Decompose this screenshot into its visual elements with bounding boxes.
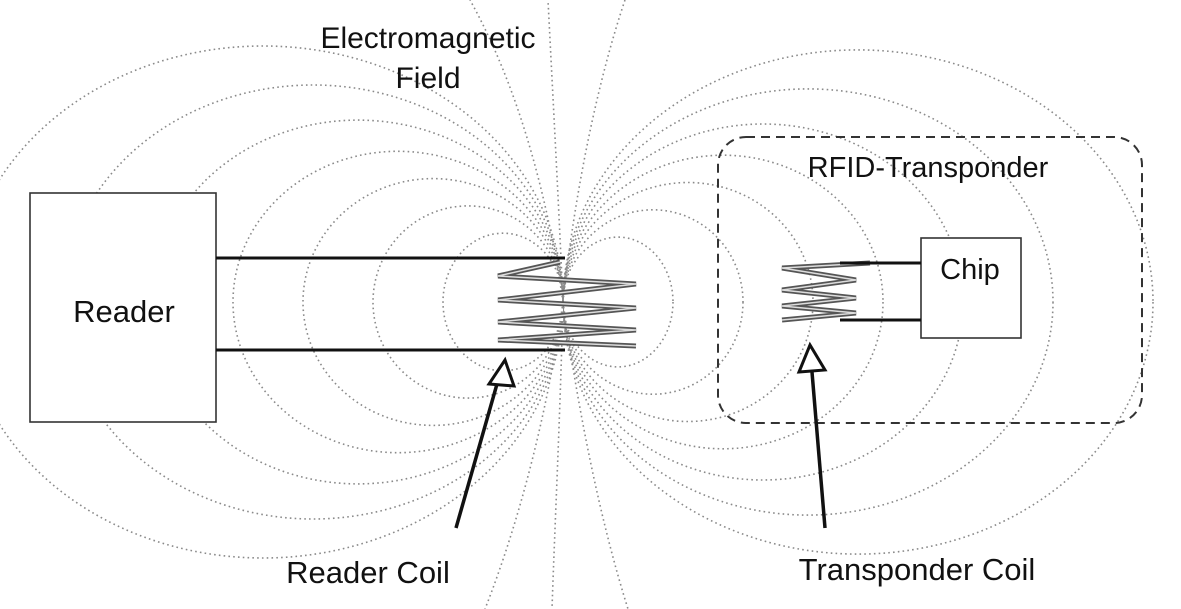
field-loop-right — [563, 154, 884, 450]
field-line-axial — [484, 301, 564, 609]
field-line-axial — [562, 0, 626, 303]
transponder-coil-highlight — [781, 262, 871, 321]
reader-label: Reader — [73, 294, 175, 329]
field-lines-axial — [469, 0, 629, 609]
reader-box — [29, 192, 217, 423]
field-loop-right — [563, 49, 1154, 555]
field-loop-left — [232, 150, 563, 454]
transponder-enclosure — [717, 136, 1143, 424]
reader-coil-highlight — [497, 261, 637, 347]
field-loop-left — [152, 119, 563, 485]
chip-label: Chip — [940, 254, 1000, 286]
transponder-coil-arrow — [796, 341, 828, 529]
field-loop-right — [563, 181, 814, 423]
transponder-coil-label: Transponder Coil — [799, 552, 1036, 587]
field-loop-left — [0, 45, 563, 559]
chip-box — [920, 237, 1022, 339]
reader-coil-label: Reader Coil — [286, 555, 450, 590]
field-lines-right — [563, 49, 1154, 555]
field-label-line2: Field — [395, 62, 460, 95]
field-line-axial — [547, 0, 564, 303]
field-loop-right — [563, 209, 744, 395]
field-label-line1: Electromagnetic — [320, 22, 535, 55]
field-line-axial — [551, 301, 564, 609]
transponder-label: RFID-Transponder — [808, 152, 1049, 184]
field-loop-left — [372, 205, 563, 399]
field-loop-right — [563, 88, 1054, 516]
field-line-axial — [469, 0, 564, 303]
reader-coil-arrow — [454, 356, 517, 529]
field-loop-right — [563, 236, 674, 368]
